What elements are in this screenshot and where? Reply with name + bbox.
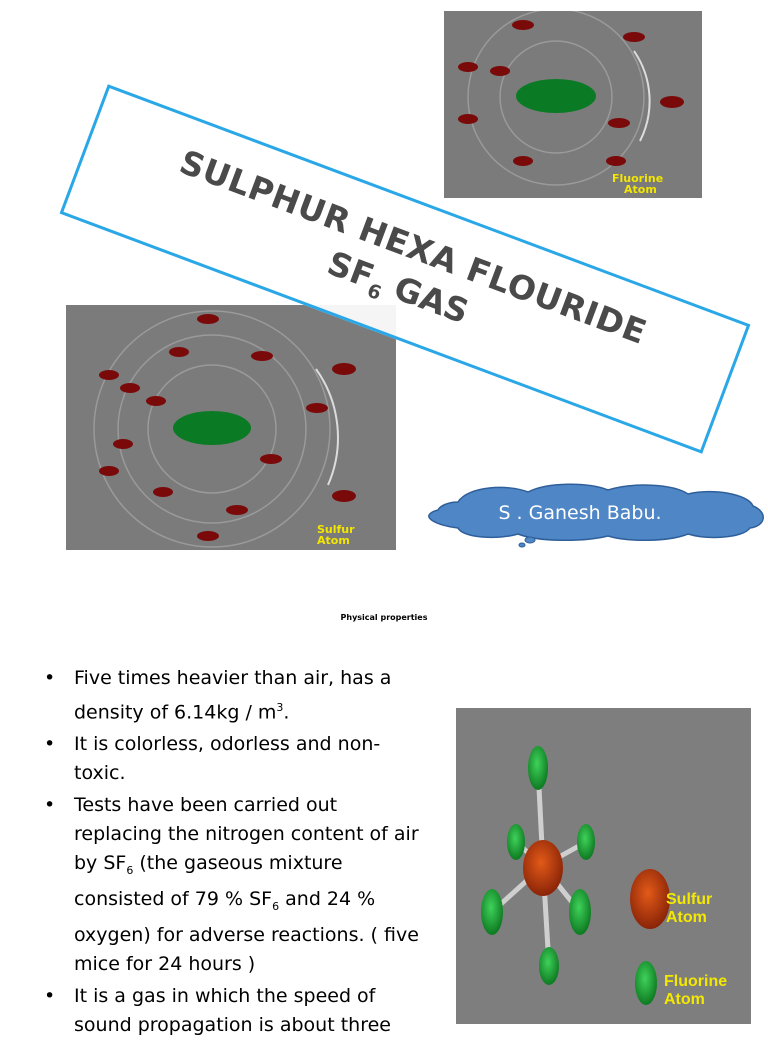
properties-list: Five times heavier than air, has a densi… (30, 664, 422, 1043)
author-cloud (428, 483, 764, 548)
list-item: Five times heavier than air, has a densi… (44, 664, 422, 727)
list-item: It is a gas in which the speed of sound … (44, 982, 422, 1040)
section-heading: Physical properties (340, 613, 428, 622)
legend-sulfur-label: Sulfur Atom (666, 891, 713, 926)
list-item: It is colorless, odorless and non-toxic. (44, 730, 422, 788)
sulfur-atom-diagram: Sulfur Atom (66, 305, 396, 550)
author-name: S . Ganesh Babu. (498, 502, 662, 524)
list-item: Tests have been carried out replacing th… (44, 791, 422, 979)
sulfur-atom-label: Sulfur Atom (317, 523, 355, 547)
sf6-molecule-diagram: Sulfur Atom Fluorine Atom (456, 708, 751, 1024)
legend-fluorine-label: Fluorine Atom (664, 973, 728, 1008)
fluorine-atom-diagram: Fluorine Atom (444, 11, 702, 198)
fluorine-atom-label: Fluorine Atom (612, 172, 664, 196)
